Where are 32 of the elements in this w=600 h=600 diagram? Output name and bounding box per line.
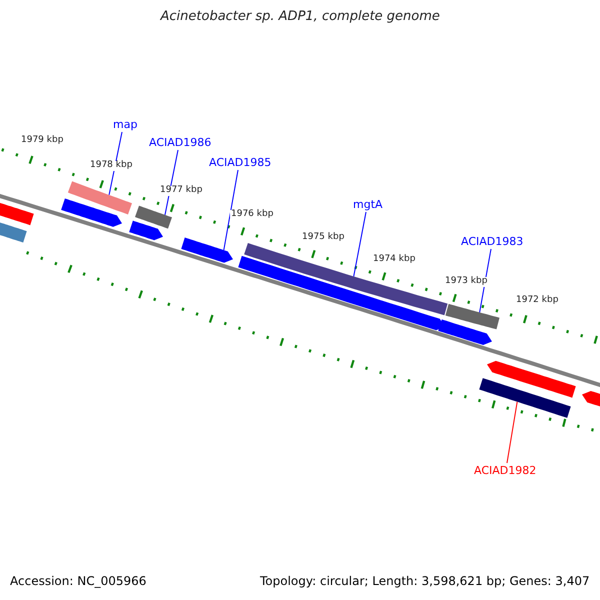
gene-label: ACIAD1986	[149, 137, 212, 150]
leader-line	[223, 170, 238, 251]
accession-text: Accession: NC_005966	[10, 574, 146, 588]
gene-feature	[487, 360, 576, 398]
leader-line	[353, 212, 366, 277]
gene-label: ACIAD1982	[474, 465, 536, 478]
scale-label: 1974 kbp	[372, 255, 416, 265]
scale-label: 1973 kbp	[444, 277, 488, 287]
scale-label: 1979 kbp	[20, 136, 64, 146]
gene-feature	[61, 198, 122, 227]
scale-label: 1972 kbp	[515, 296, 560, 306]
gene-feature	[445, 304, 500, 330]
scale-label: 1978 kbp	[89, 161, 134, 171]
gene-feature	[244, 243, 448, 316]
leader-line	[506, 401, 518, 464]
genome-stats-text: Topology: circular; Length: 3,598,621 bp; Genes: 3,407	[260, 574, 590, 588]
gene-feature	[479, 378, 571, 418]
gene-feature	[181, 238, 233, 263]
gene-label: ACIAD1985	[209, 157, 272, 170]
gene-label: mgtA	[353, 199, 383, 212]
scale-label: 1977 kbp	[159, 186, 204, 196]
gene-feature	[68, 181, 132, 214]
gene-feature	[0, 220, 27, 242]
gene-feature	[135, 206, 172, 229]
scale-label: 1976 kbp	[230, 210, 274, 220]
title-text: Acinetobacter sp. ADP1, complete genome	[160, 10, 440, 24]
scale-label: 1975 kbp	[301, 233, 346, 243]
gene-feature	[438, 319, 492, 345]
gene-label: map	[113, 119, 138, 132]
gene-feature	[129, 220, 163, 240]
gene-feature	[0, 200, 34, 226]
gene-label: ACIAD1983	[461, 236, 524, 248]
